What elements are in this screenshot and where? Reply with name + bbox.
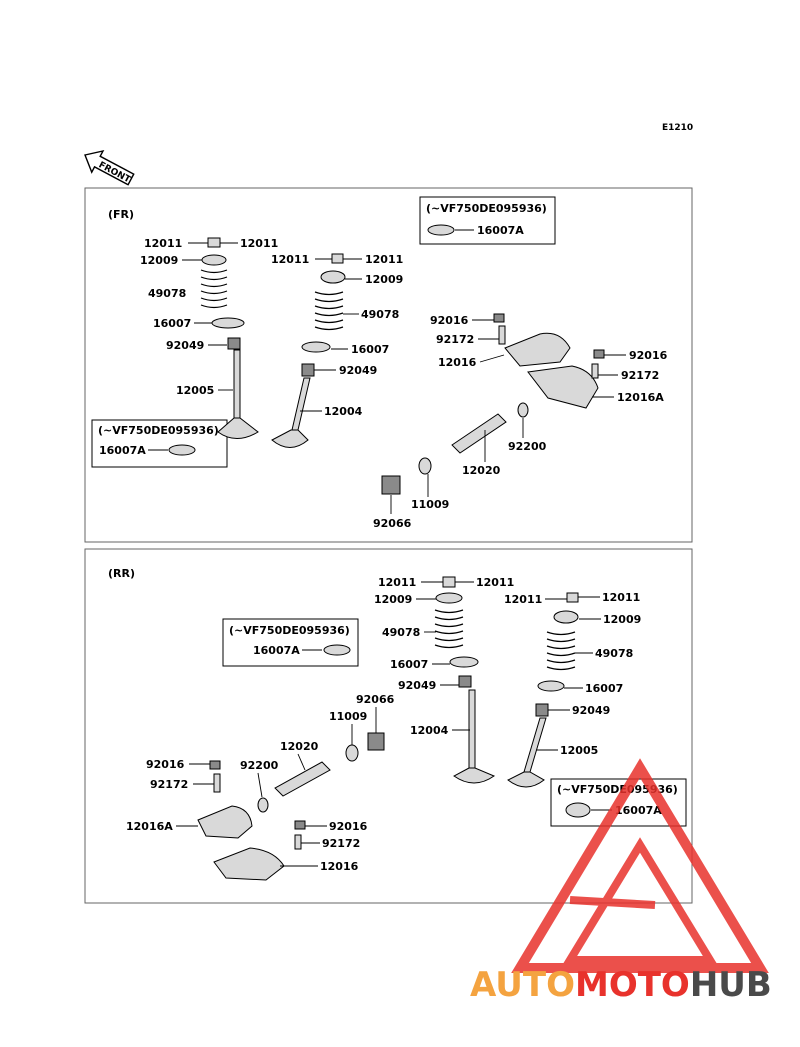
fr-label-11: 16007	[351, 343, 389, 356]
fr-label-23: 92066	[373, 517, 412, 530]
fr-note-top-serial: (~VF750DE095936)	[426, 202, 547, 215]
rr-label-8: 12011	[602, 591, 640, 604]
rr-label-9: 12009	[603, 613, 641, 626]
fr-section-label: (FR)	[108, 208, 134, 221]
rr-label-16: 12020	[280, 740, 319, 753]
fr-right-valve-assembly	[271, 253, 346, 448]
watermark-part-auto: AUTO	[470, 965, 575, 1005]
fr-label-17: 92016	[629, 349, 668, 362]
fr-label-22: 11009	[411, 498, 449, 511]
rr-note-mid: (~VF750DE095936) 16007A	[222, 618, 359, 667]
fr-label-19: 12016A	[617, 391, 664, 404]
fr-label-4: 16007	[153, 317, 191, 330]
fr-label-10: 49078	[361, 308, 399, 321]
rr-label-4: 16007	[390, 658, 428, 671]
fr-label-7: 12011	[271, 253, 309, 266]
rr-label-11: 16007	[585, 682, 623, 695]
rr-label-2: 12009	[374, 593, 412, 606]
fr-left-valve-assembly	[200, 237, 259, 439]
rr-label-19: 92172	[150, 778, 188, 791]
rr-label-13: 12005	[560, 744, 598, 757]
rr-label-0: 12011	[378, 576, 416, 589]
fr-note-left-serial: (~VF750DE095936)	[98, 424, 219, 437]
fr-label-20: 92200	[508, 440, 547, 453]
fr-label-1: 12011	[240, 237, 278, 250]
rr-label-7: 12011	[504, 593, 542, 606]
fr-label-5: 92049	[166, 339, 204, 352]
rr-label-21: 92016	[329, 820, 368, 833]
fr-label-8: 12011	[365, 253, 403, 266]
fr-part-labels: 12011 12011 12009 49078 16007 92049 1200…	[140, 237, 668, 530]
watermark-part-hub: HUB	[690, 965, 772, 1005]
rr-right-valve-assembly	[507, 592, 579, 788]
fr-note-top-part: 16007A	[477, 224, 524, 237]
rr-label-17: 92200	[240, 759, 279, 772]
fr-label-6: 12005	[176, 384, 214, 397]
rr-leader-lines	[176, 581, 601, 867]
watermark-text: AUTOMOTOHUB	[470, 965, 772, 1005]
fr-label-14: 92016	[430, 314, 469, 327]
rr-label-1: 12011	[476, 576, 514, 589]
watermark-part-moto: MOTO	[575, 965, 690, 1005]
fr-note-left-part: 16007A	[99, 444, 146, 457]
rr-part-labels: 12011 12011 12009 49078 16007 92049 1200…	[126, 576, 641, 873]
rr-note-mid-part: 16007A	[253, 644, 300, 657]
rr-label-18: 92016	[146, 758, 185, 771]
fr-label-3: 49078	[148, 287, 186, 300]
fr-note-top: (~VF750DE095936) 16007A	[419, 196, 556, 245]
rr-section-frame	[84, 548, 693, 904]
rr-label-5: 92049	[398, 679, 436, 692]
fr-rocker-shaft-assembly	[381, 402, 529, 495]
fr-label-2: 12009	[140, 254, 178, 267]
fr-label-18: 92172	[621, 369, 659, 382]
fr-note-left: (~VF750DE095936) 16007A	[91, 419, 228, 468]
rr-rocker-shaft-assembly	[257, 732, 385, 813]
rr-label-22: 92172	[322, 837, 360, 850]
fr-label-21: 12020	[462, 464, 501, 477]
rr-label-20: 12016A	[126, 820, 173, 833]
ref-code: E1210	[662, 123, 693, 133]
front-arrow-icon: FRONT	[84, 149, 135, 186]
fr-leader-lines	[182, 242, 626, 514]
fr-label-16: 12016	[438, 356, 477, 369]
rr-label-14: 92066	[356, 693, 395, 706]
fr-section-frame	[84, 187, 693, 543]
fr-rocker-arm-assembly	[493, 313, 605, 409]
rr-label-12: 92049	[572, 704, 610, 717]
rr-section-label: (RR)	[108, 567, 135, 580]
rr-label-6: 12004	[410, 724, 449, 737]
rr-label-10: 49078	[595, 647, 633, 660]
fr-label-9: 12009	[365, 273, 403, 286]
fr-label-12: 92049	[339, 364, 377, 377]
fr-label-13: 12004	[324, 405, 363, 418]
rr-label-23: 12016	[320, 860, 359, 873]
fr-label-15: 92172	[436, 333, 474, 346]
rr-label-3: 49078	[382, 626, 420, 639]
rr-left-valve-assembly	[434, 576, 496, 784]
watermark-logo	[511, 758, 769, 973]
rr-rocker-arm-assembly	[197, 760, 306, 881]
rr-note-right-part: 16007A	[615, 804, 662, 817]
rr-note-mid-serial: (~VF750DE095936)	[229, 624, 350, 637]
fr-label-0: 12011	[144, 237, 182, 250]
rr-label-15: 11009	[329, 710, 367, 723]
